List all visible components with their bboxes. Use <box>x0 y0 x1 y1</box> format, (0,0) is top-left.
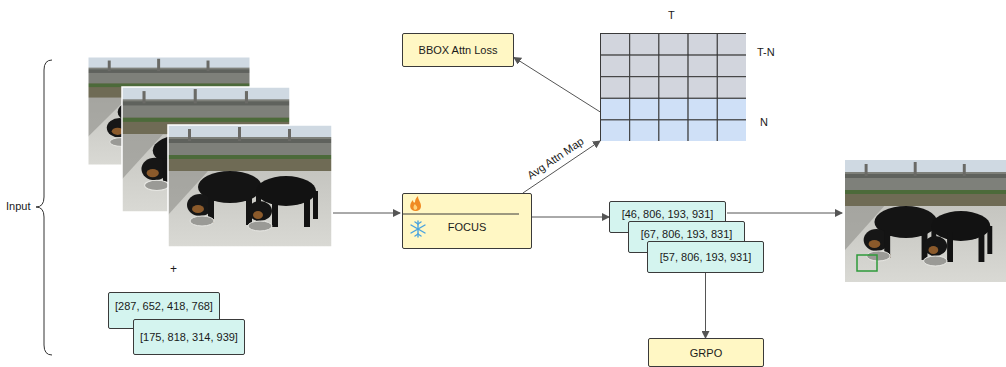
bbox-output: [57, 806, 193, 931] <box>647 241 764 273</box>
attention-grid: TT-NN <box>600 33 746 141</box>
grpo-box: GRPO <box>648 338 764 367</box>
axis-label: T <box>668 9 675 22</box>
input-label: Input <box>6 200 30 213</box>
box-label: BBOX Attn Loss <box>419 44 498 66</box>
bbox-input: [175, 818, 314, 939] <box>133 319 245 355</box>
arrow <box>514 57 600 111</box>
model-box: FOCUS <box>402 193 532 249</box>
grid-cells <box>600 33 746 141</box>
box-label: GRPO <box>690 347 722 366</box>
axis-label: N <box>760 116 768 129</box>
loss-box: BBOX Attn Loss <box>402 33 514 67</box>
box-label: FOCUS <box>403 221 531 234</box>
arrow <box>705 273 706 338</box>
axis-label: T-N <box>757 46 775 59</box>
plus-sign: + <box>170 263 177 276</box>
box-label: [175, 818, 314, 939] <box>140 331 238 354</box>
box-label: [57, 806, 193, 931] <box>660 251 752 272</box>
arrow <box>532 217 609 218</box>
edge-label: Avg Attn Map <box>525 135 586 182</box>
